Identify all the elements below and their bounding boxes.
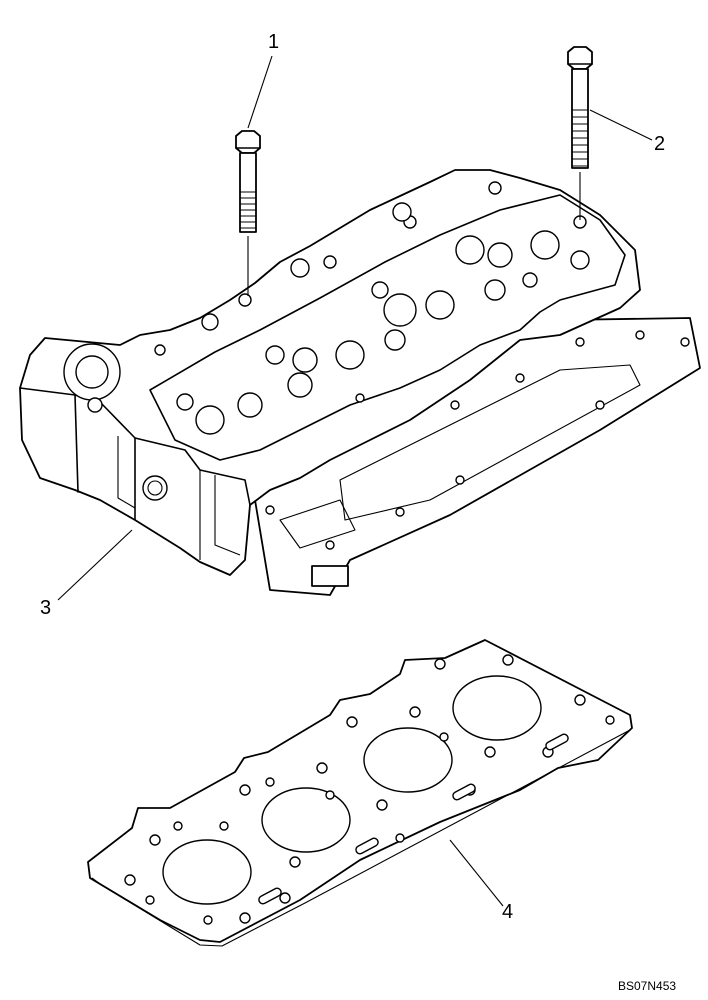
callout-4-label: 4 bbox=[502, 901, 514, 923]
callout-3-label: 3 bbox=[40, 597, 52, 619]
callout-1-label: 1 bbox=[268, 31, 280, 53]
bolt-long bbox=[567, 46, 593, 220]
drawing-reference-code: BS07N453 bbox=[618, 979, 677, 993]
cylinder-head bbox=[19, 169, 701, 596]
callout-leaders bbox=[57, 55, 653, 907]
callout-2-label: 2 bbox=[654, 133, 666, 155]
head-gasket bbox=[87, 639, 633, 947]
bolt-short bbox=[235, 130, 261, 296]
